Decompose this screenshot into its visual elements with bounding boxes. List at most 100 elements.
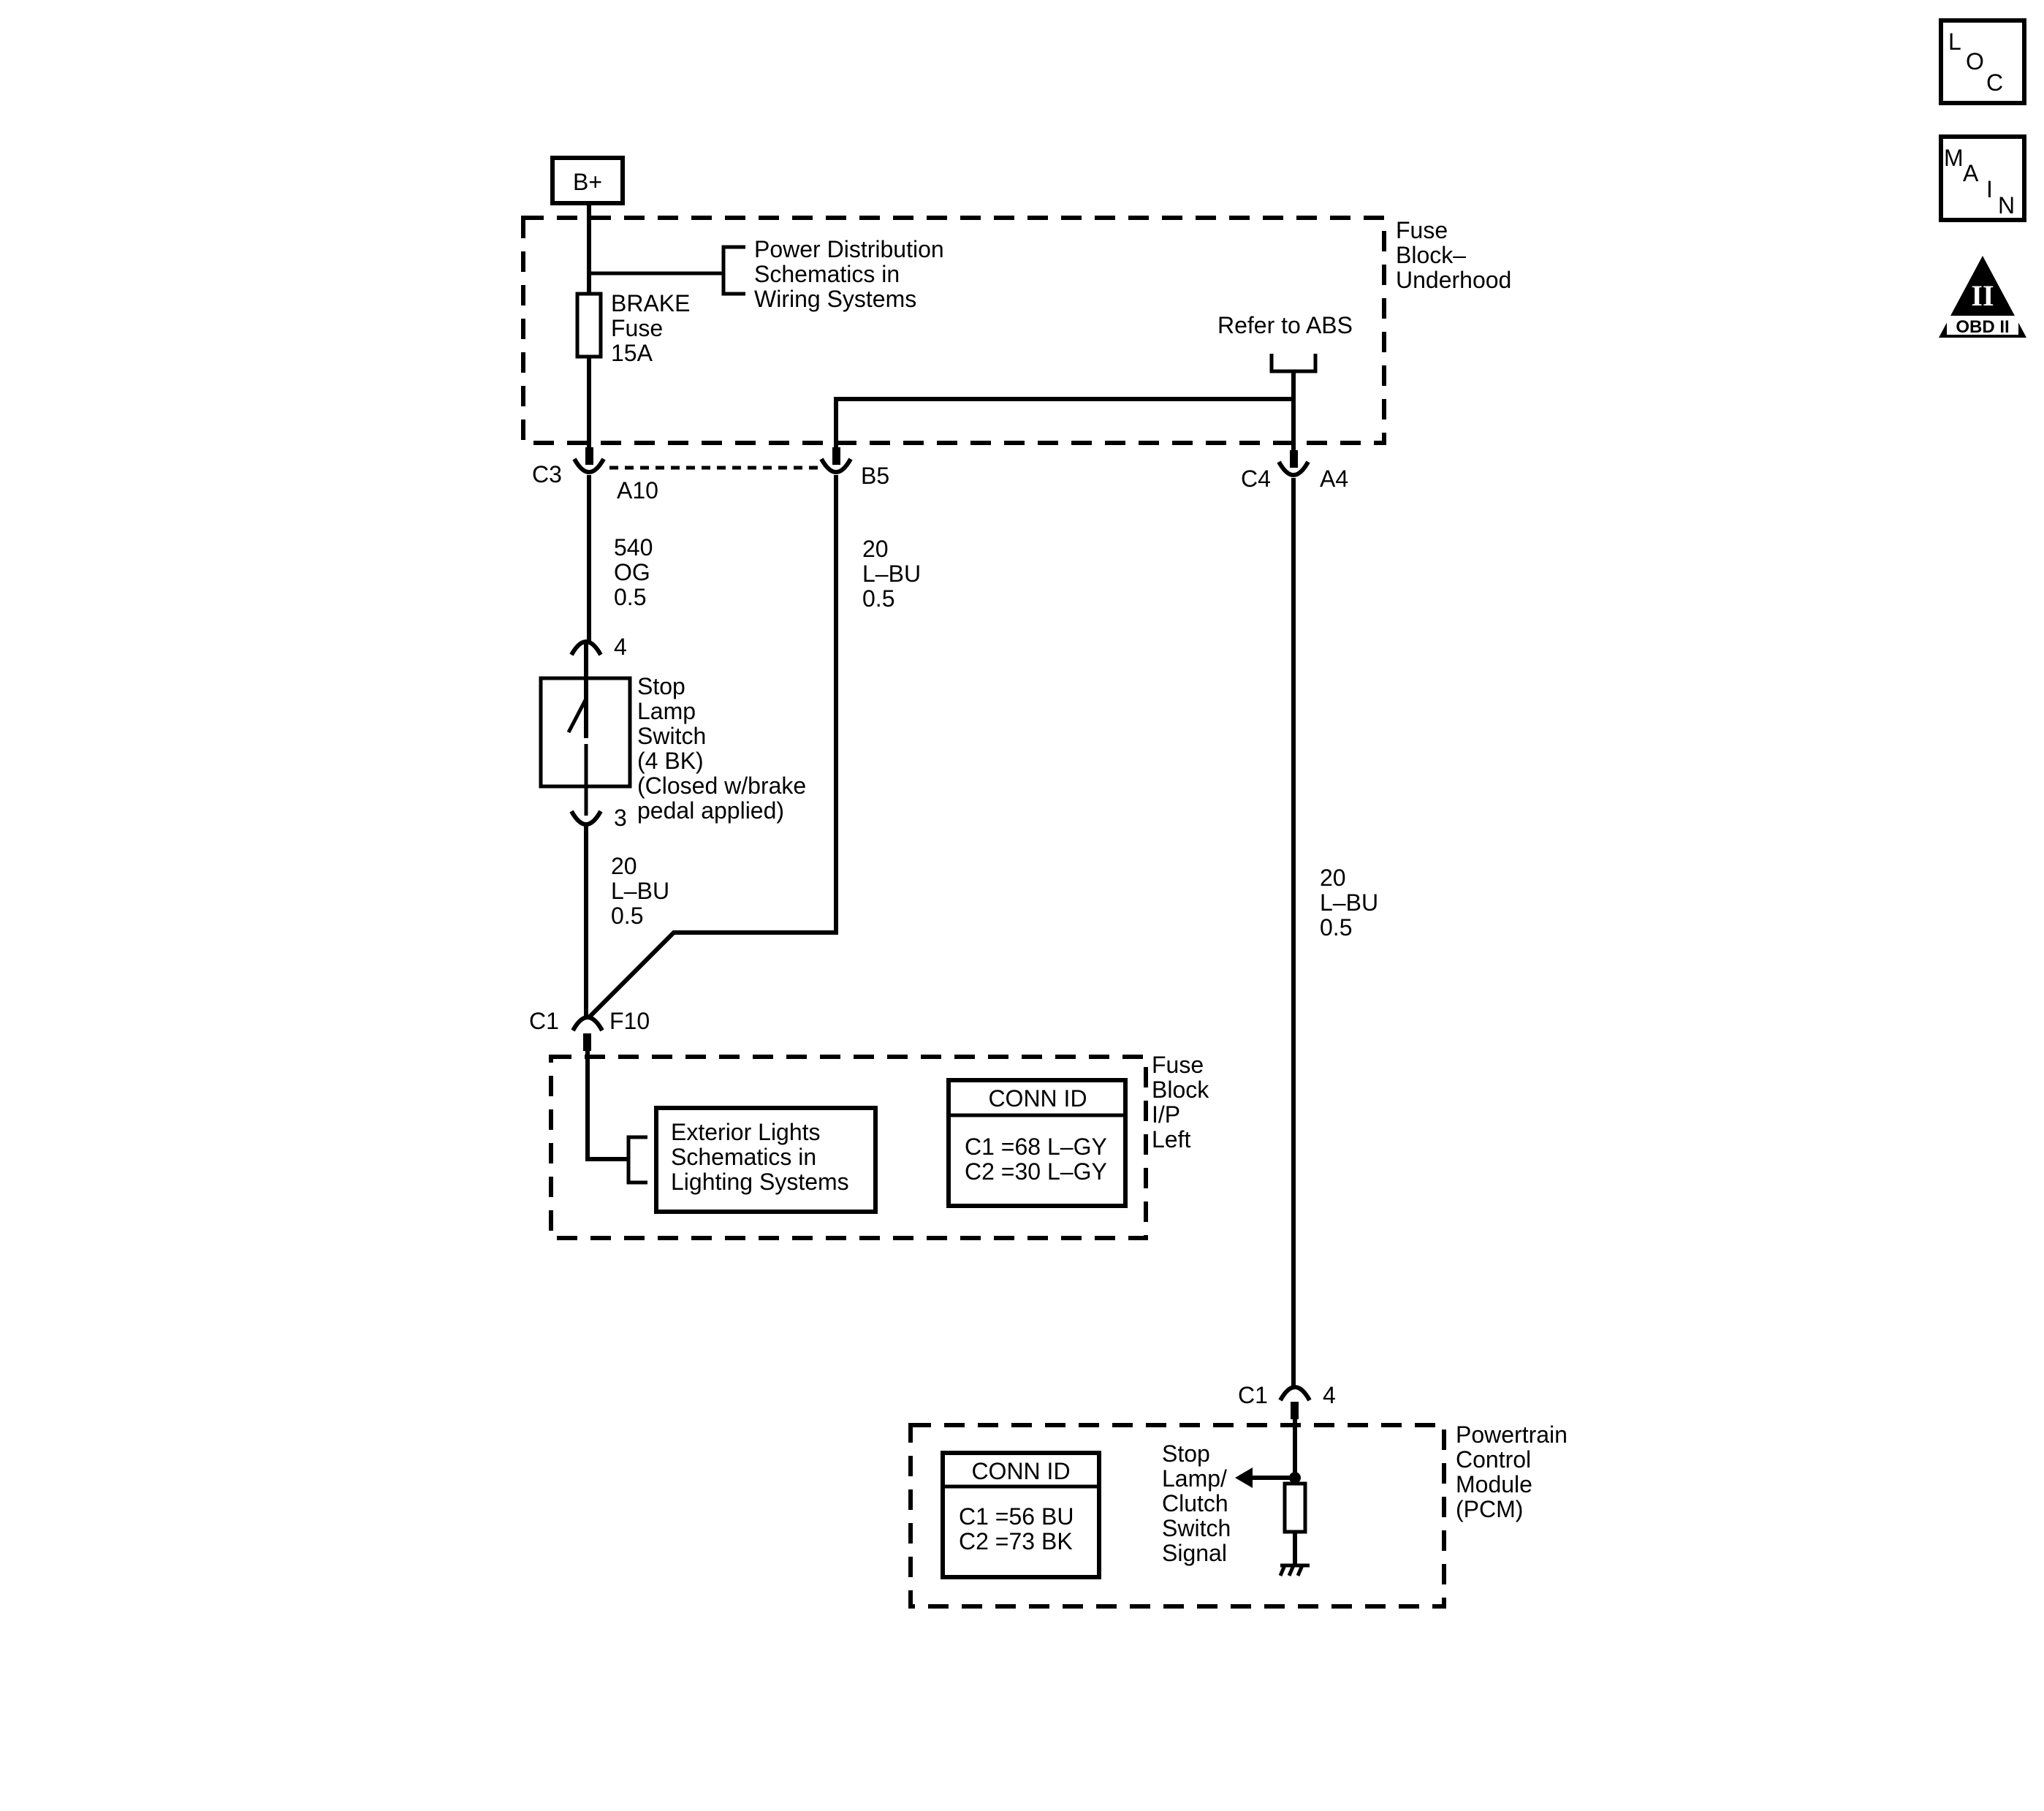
pin-a10 <box>585 447 593 465</box>
svg-text:Power Distribution: Power Distribution <box>754 236 944 262</box>
svg-text:L–BU: L–BU <box>611 878 669 904</box>
svg-text:Signal: Signal <box>1162 1540 1227 1566</box>
exterior-lights-ref[interactable]: Exterior Lights Schematics in Lighting S… <box>654 1106 878 1214</box>
pcm-label: Powertrain Control Module (PCM) <box>1456 1421 1568 1522</box>
label-c4: C4 <box>1241 466 1271 492</box>
connector-c1-pcm <box>1278 1385 1312 1402</box>
svg-text:I/P: I/P <box>1152 1101 1180 1128</box>
svg-text:Fuse: Fuse <box>611 315 663 341</box>
svg-text:15A: 15A <box>611 340 653 366</box>
wire-20-a4-label: 20 L–BU 0.5 <box>1320 865 1378 941</box>
svg-text:Left: Left <box>1152 1126 1190 1153</box>
label-a10: A10 <box>617 477 658 504</box>
svg-text:Block–: Block– <box>1396 242 1466 268</box>
svg-text:Block: Block <box>1152 1077 1209 1103</box>
signal-arrow <box>1235 1468 1253 1488</box>
svg-text:Exterior Lights: Exterior Lights <box>671 1119 821 1145</box>
ext-lights-bracket <box>626 1135 647 1185</box>
svg-text:OG: OG <box>614 559 650 585</box>
svg-text:0.5: 0.5 <box>862 585 894 612</box>
label-c1-ip: C1 <box>529 1008 559 1034</box>
brake-fuse-label: BRAKE Fuse 15A <box>611 290 690 366</box>
svg-text:Stop: Stop <box>637 673 685 699</box>
main-nav-button[interactable]: M A I N <box>1939 134 2026 222</box>
label-f10: F10 <box>609 1008 650 1034</box>
svg-text:(PCM): (PCM) <box>1456 1496 1523 1522</box>
fuse-block-ip-label: Fuse Block I/P Left <box>1152 1052 1209 1153</box>
label-a4: A4 <box>1320 466 1348 492</box>
wire-20-b5-label: 20 L–BU 0.5 <box>862 536 921 612</box>
junction-dot <box>1289 1472 1301 1484</box>
pull-down-resistor <box>1283 1481 1307 1534</box>
ground-symbol <box>1278 1563 1310 1576</box>
conn-id-pcm: CONN ID C1 =56 BU C2 =73 BK <box>941 1451 1101 1579</box>
connector-c4-a4 <box>1277 460 1310 477</box>
conn-id-ip-line1: C1 =68 L–GY <box>965 1134 1107 1160</box>
svg-text:(Closed w/brake: (Closed w/brake <box>637 772 806 799</box>
svg-text:Clutch: Clutch <box>1162 1490 1228 1516</box>
svg-text:0.5: 0.5 <box>614 584 646 610</box>
wire-abs-bus <box>834 371 1296 456</box>
svg-text:L–BU: L–BU <box>862 561 921 587</box>
svg-text:pedal applied): pedal applied) <box>637 797 784 824</box>
wire-540-label: 540 OG 0.5 <box>614 534 653 610</box>
label-switch-pin3: 3 <box>614 805 627 831</box>
loc-letter-o: O <box>1966 48 1984 75</box>
pin-f10 <box>583 1033 591 1051</box>
svg-text:Switch: Switch <box>1162 1515 1231 1541</box>
svg-text:20: 20 <box>611 853 637 879</box>
main-letter-n: N <box>1998 192 2015 219</box>
main-letter-i: I <box>1986 176 1993 202</box>
conn-id-pcm-title: CONN ID <box>971 1458 1070 1484</box>
conn-id-pcm-line1: C1 =56 BU <box>959 1503 1074 1530</box>
obd-ii-nav-button[interactable]: II OBD II <box>1939 256 2026 338</box>
svg-text:Schematics in: Schematics in <box>671 1144 816 1170</box>
power-distribution-ref-label[interactable]: Power Distribution Schematics in Wiring … <box>754 236 944 312</box>
obd-numeral: II <box>1971 279 1994 312</box>
svg-text:20: 20 <box>1320 865 1346 891</box>
svg-text:20: 20 <box>862 536 889 562</box>
obd-label: OBD II <box>1956 317 2009 337</box>
conn-id-pcm-line2: C2 =73 BK <box>959 1528 1073 1554</box>
power-distribution-bracket <box>589 245 745 296</box>
switch-contact <box>566 697 588 816</box>
label-pcm-pin4: 4 <box>1323 1382 1336 1408</box>
brake-fuse-symbol <box>575 292 603 359</box>
conn-id-ip-title: CONN ID <box>988 1085 1087 1112</box>
wire-pcm-internal <box>1247 1419 1297 1484</box>
loc-letter-l: L <box>1948 29 1961 55</box>
loc-nav-button[interactable]: L O C <box>1939 18 2026 105</box>
svg-text:Fuse: Fuse <box>1396 217 1448 243</box>
pin-a4 <box>1290 450 1298 468</box>
wire-f10-to-ext-lights <box>585 1051 628 1161</box>
label-c1-pcm: C1 <box>1238 1382 1268 1408</box>
svg-text:0.5: 0.5 <box>611 903 643 929</box>
svg-text:Wiring Systems: Wiring Systems <box>754 286 916 312</box>
label-c3: C3 <box>532 461 562 487</box>
svg-text:Lamp/: Lamp/ <box>1162 1465 1227 1492</box>
conn-id-ip-line2: C2 =30 L–GY <box>965 1158 1107 1185</box>
pcm-border <box>908 1423 1446 1609</box>
connector-switch-pin4 <box>569 639 603 656</box>
connector-c1-f10 <box>571 1015 604 1032</box>
stop-lamp-switch-label: Stop Lamp Switch (4 BK) (Closed w/brake … <box>637 673 806 824</box>
abs-ref-label[interactable]: Refer to ABS <box>1217 312 1353 338</box>
svg-text:Lamp: Lamp <box>637 698 696 724</box>
pin-pcm-4 <box>1291 1402 1299 1419</box>
connector-b5 <box>819 458 853 474</box>
fuse-block-underhood-label: Fuse Block– Underhood <box>1396 217 1511 293</box>
conn-id-ip: CONN ID C1 =68 L–GY C2 =30 L–GY <box>946 1078 1128 1208</box>
battery-positive: B+ <box>550 156 625 205</box>
svg-text:(4 BK): (4 BK) <box>637 748 704 774</box>
main-letter-m: M <box>1944 145 1964 171</box>
wire-20-lbu-b5 <box>587 475 838 1020</box>
svg-text:Stop: Stop <box>1162 1440 1210 1467</box>
connector-c3-a10 <box>572 458 606 474</box>
svg-text:Module: Module <box>1456 1471 1532 1497</box>
svg-text:L–BU: L–BU <box>1320 889 1378 916</box>
svg-text:Switch: Switch <box>637 723 706 749</box>
label-switch-pin4: 4 <box>614 634 627 660</box>
connector-switch-pin3 <box>569 810 603 827</box>
svg-text:540: 540 <box>614 534 653 561</box>
svg-text:0.5: 0.5 <box>1320 914 1352 941</box>
